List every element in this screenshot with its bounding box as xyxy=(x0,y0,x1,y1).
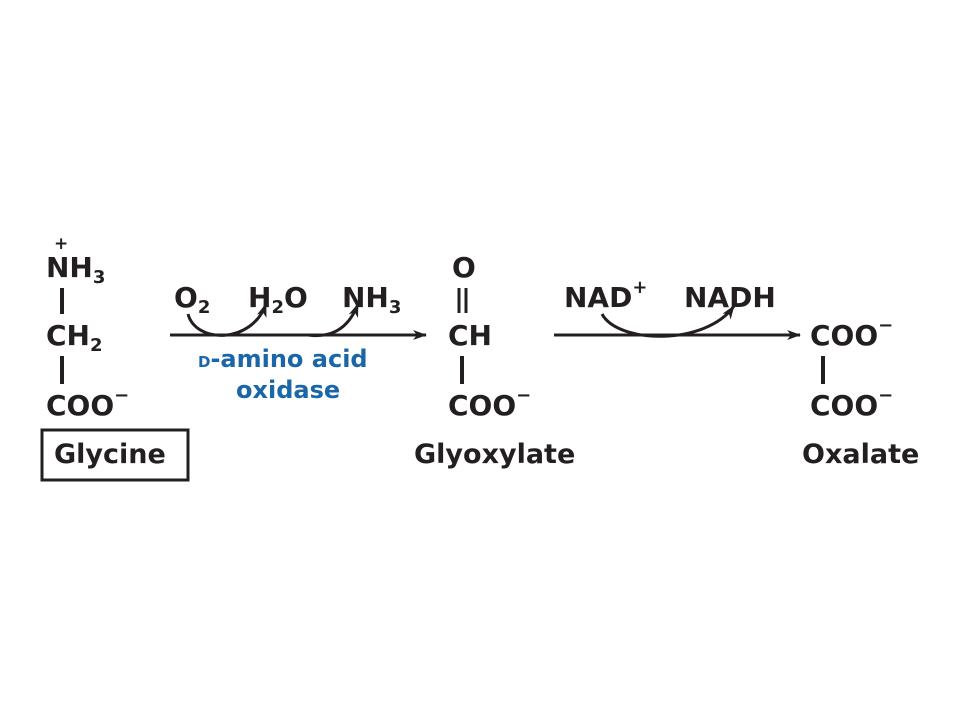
h2o-h-text: H xyxy=(248,281,272,314)
glycine-amine-text: NH xyxy=(46,251,93,284)
ammonia-product: NH3 xyxy=(342,281,401,317)
enzyme-label-line1: D-amino acid xyxy=(198,347,368,371)
glycine-ch2-subscript: 2 xyxy=(89,335,103,356)
glyoxylate-ch: CH xyxy=(448,319,492,352)
glyoxylate-coo-text: COO xyxy=(448,389,517,422)
nad-reactant: NAD+ xyxy=(564,279,647,314)
nh3-text: NH xyxy=(342,281,389,314)
oxalate-coo-top-charge: − xyxy=(878,315,894,336)
glycine-methylene-group: CH2 xyxy=(46,319,103,355)
glyoxylate-carboxylate-group: COO− xyxy=(448,387,531,422)
oxalate-label: Oxalate xyxy=(802,439,920,470)
enzyme-line1-text: -amino acid xyxy=(210,345,368,373)
oxalate-carboxylate-bottom: COO− xyxy=(810,387,893,422)
oxalate-coo-top-text: COO xyxy=(810,319,879,352)
nh3-subscript: 3 xyxy=(388,297,402,318)
glycine-ch2-text: CH xyxy=(46,319,90,352)
glyoxylate-oxygen: O xyxy=(452,251,476,284)
glycine-coo-text: COO xyxy=(46,389,115,422)
enzyme-prefix: D xyxy=(198,353,211,371)
glycine-amine-charge: + xyxy=(54,234,69,254)
oxalate-coo-bottom-charge: − xyxy=(878,385,894,406)
oxalate-carboxylate-top: COO− xyxy=(810,317,893,352)
glycine-coo-charge: − xyxy=(114,385,130,406)
oxygen-reactant: O2 xyxy=(174,281,210,317)
nad-text: NAD xyxy=(564,281,633,314)
nad-to-nadh-curve xyxy=(600,305,736,338)
glycine-amine-group: NH3 xyxy=(46,251,105,287)
glycine-amine-subscript: 3 xyxy=(92,267,106,288)
glyoxylate-label: Glyoxylate xyxy=(414,439,576,470)
water-product: H2O xyxy=(248,281,308,317)
h2o-subscript: 2 xyxy=(271,297,284,318)
nh3-release-curve xyxy=(307,303,360,338)
glyoxylate-coo-charge: − xyxy=(516,385,532,406)
nad-charge: + xyxy=(632,277,648,298)
glycine-label: Glycine xyxy=(54,439,166,470)
glycine-carboxylate-group: COO− xyxy=(46,387,129,422)
o2-subscript: 2 xyxy=(197,297,211,318)
nadh-product: NADH xyxy=(684,281,776,314)
h2o-o-text: O xyxy=(283,281,308,314)
o2-to-h2o-curve xyxy=(186,303,268,337)
o2-text: O xyxy=(174,281,198,314)
oxalate-coo-bottom-text: COO xyxy=(810,389,879,422)
glycine-highlight-box xyxy=(40,428,190,482)
enzyme-label-line2: oxidase xyxy=(236,376,341,404)
